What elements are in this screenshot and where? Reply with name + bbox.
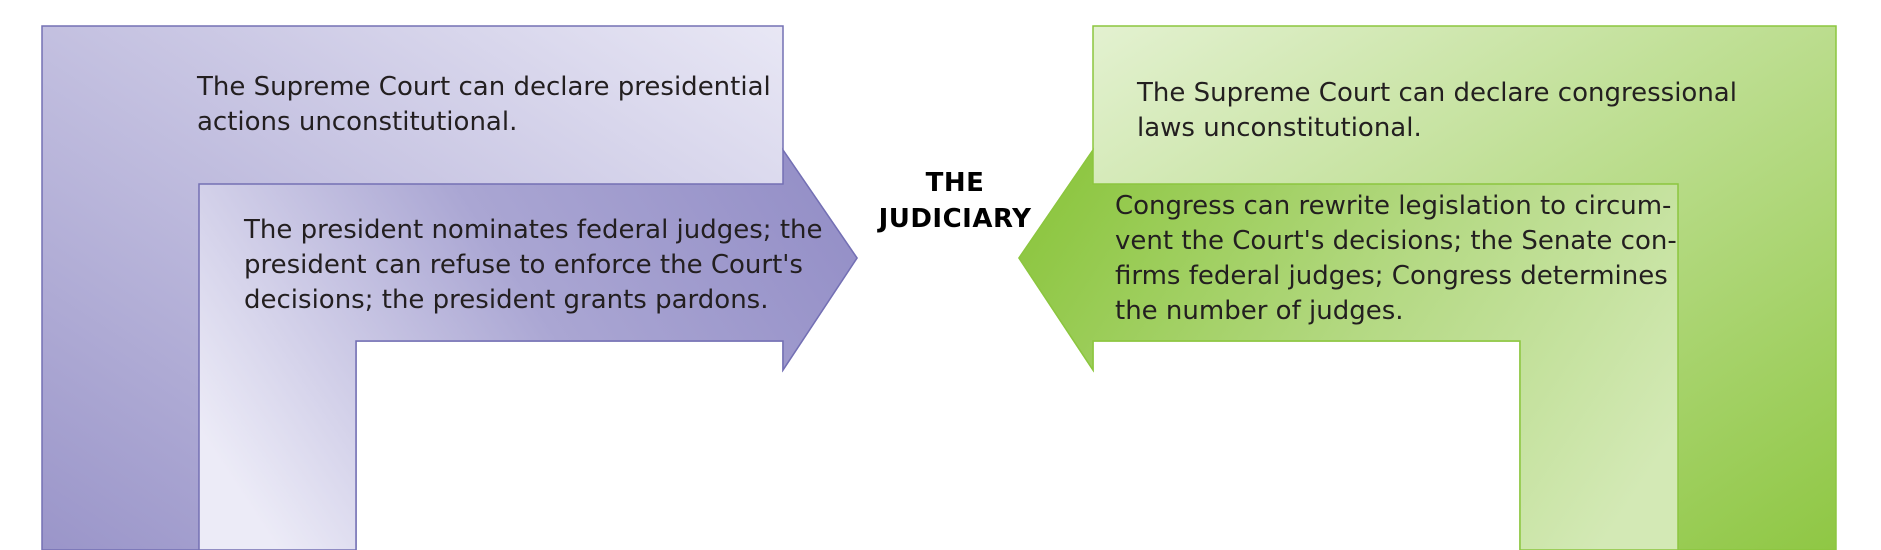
left-outer-text: The Supreme Court can declare presidenti… xyxy=(197,72,771,137)
right-outer-text: The Supreme Court can declare congressio… xyxy=(1137,78,1737,143)
judiciary-title: THE JUDICIARY xyxy=(845,165,1065,237)
title-line-2: JUDICIARY xyxy=(878,204,1032,234)
right-inner-arrow-shape xyxy=(1018,147,1679,550)
title-line-1: THE xyxy=(925,168,985,198)
left-inner-text: The president nominates federal judges; … xyxy=(244,215,823,315)
left-inner-arrow-shape xyxy=(198,147,858,550)
right-inner-text: Congress can rewrite legislation to circ… xyxy=(1115,191,1677,326)
